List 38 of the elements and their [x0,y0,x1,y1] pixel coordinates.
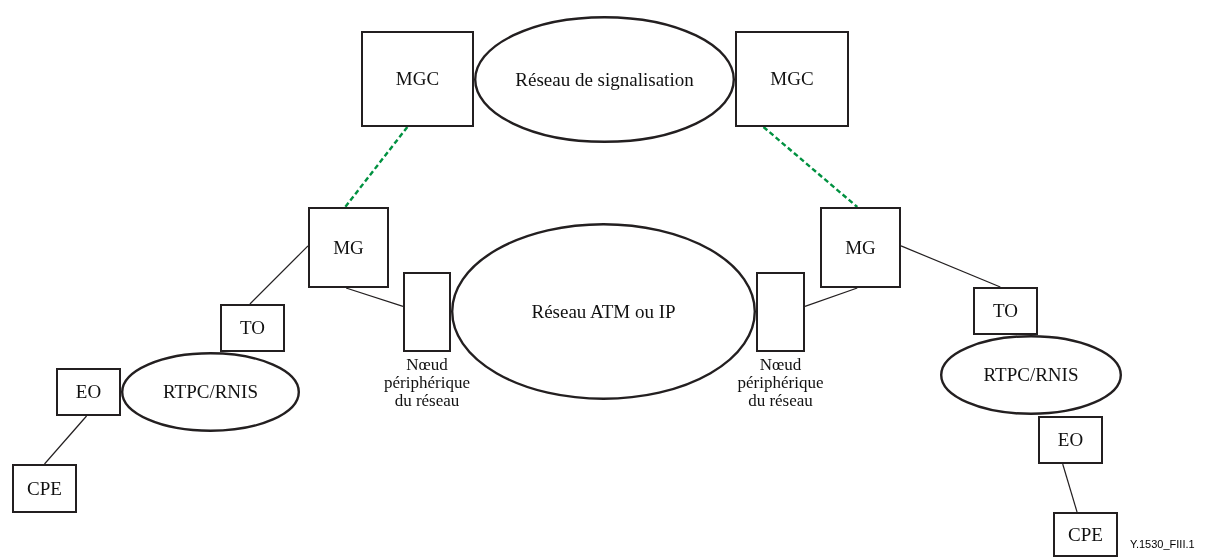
node-label: EO [75,381,102,403]
node-label: TO [993,300,1018,322]
link-line [249,245,309,305]
network-ellipse [121,352,300,432]
node-label: Réseau ATM ou IP [531,300,676,323]
node-label: EO [1057,429,1084,451]
link-line [43,415,88,465]
network-box [361,31,474,127]
network-ellipse [940,335,1122,415]
node-label: RTPC/RNIS [163,381,258,403]
node-label: MGC [770,68,814,90]
dashed-link [344,126,409,208]
network-box [308,207,389,288]
node-label: CPE [1068,523,1103,546]
figure-reference: Y.1530_FIII.1 [1130,538,1195,550]
network-box [1038,416,1103,464]
node-caption: Nœud périphérique du réseau [383,356,471,410]
link-line [1062,463,1078,513]
link-line [900,245,1001,288]
node-label: MG [845,236,876,259]
node-label: RTPC/RNIS [983,364,1079,386]
network-ellipse [474,16,735,143]
node-label: MG [333,236,364,259]
dashed-link [762,126,859,208]
node-label: TO [240,317,265,339]
network-box [735,31,849,127]
node-caption: Nœud périphérique du réseau [736,356,825,410]
network-box [820,207,901,288]
node-label: CPE [27,477,62,500]
network-box [973,287,1038,335]
link-line [345,287,404,307]
node-label: MGC [395,68,440,90]
node-label: Réseau de signalisation [515,68,694,91]
network-box [12,464,77,513]
network-box [1053,512,1118,557]
network-box [220,304,285,352]
link-line [804,287,858,307]
network-box [56,368,121,416]
